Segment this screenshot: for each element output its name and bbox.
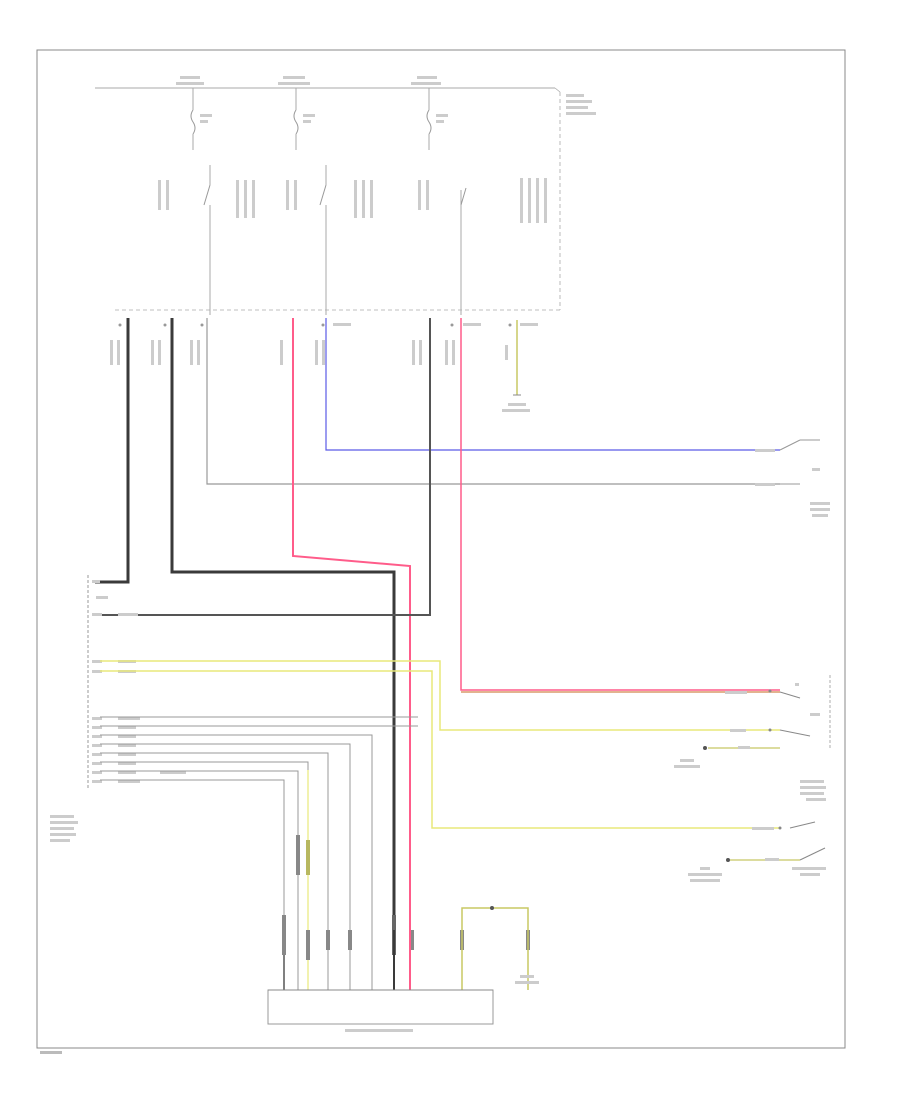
diagram-frame (36, 49, 846, 1049)
switch-3 (418, 178, 547, 315)
bottom-wire-labels (282, 835, 530, 960)
wire-signal-6 (100, 761, 309, 990)
wire-pink-orange (460, 318, 780, 691)
wire-signal-8 (100, 779, 285, 990)
power-bus (95, 76, 596, 311)
wire-black-2 (170, 318, 396, 930)
fuse-2 (293, 88, 315, 150)
wire-signal-5 (100, 752, 329, 990)
switch-2 (286, 165, 373, 315)
wire-blue (325, 318, 780, 451)
switch-right-mid (674, 675, 831, 801)
wire-signal-4 (100, 743, 351, 990)
wire-pink (292, 318, 411, 930)
wire-yellow-1 (100, 660, 780, 731)
wire-black-1 (95, 318, 130, 584)
switch-1 (158, 165, 255, 315)
ground-top (502, 320, 530, 412)
sensor-top-right (755, 439, 830, 517)
wire-yellow-2 (100, 670, 780, 829)
bottom-connector (267, 975, 539, 1032)
wire-signal-7 (100, 770, 299, 990)
wire-signal-3 (100, 734, 373, 990)
fuse-3 (426, 88, 448, 150)
wire-olive-loop (461, 907, 529, 990)
footer-mark (40, 1051, 62, 1054)
wire-gray-switch1 (206, 318, 780, 485)
control-module (50, 575, 186, 842)
switch-right-bottom (688, 821, 826, 882)
wire-gray-ecm (95, 318, 431, 616)
connector-row (110, 323, 538, 365)
fuse-1 (190, 88, 212, 150)
